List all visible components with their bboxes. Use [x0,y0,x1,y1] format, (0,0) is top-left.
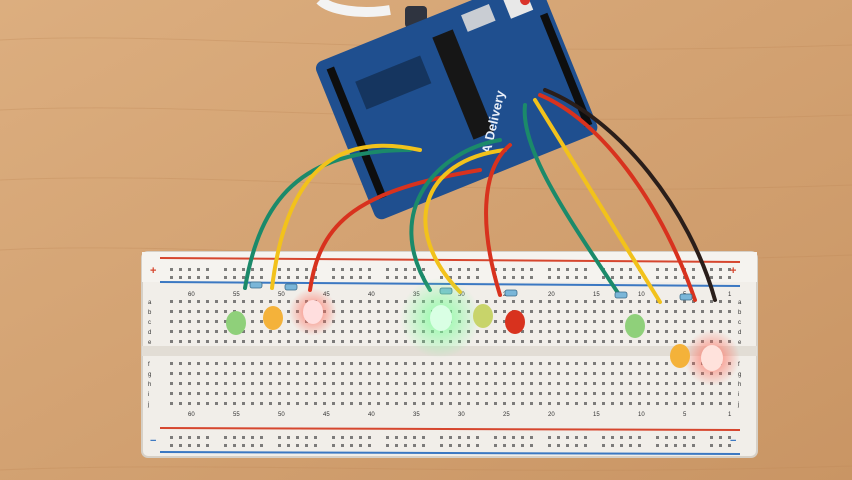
row-letter-b-right: b [738,310,742,316]
column-number-bottom-60: 60 [188,412,195,418]
row-letter-h-left: h [148,382,151,388]
column-number-10: 10 [638,292,645,298]
led-red-3-lit [701,345,723,371]
row-letter-f-left: f [148,362,150,368]
led-green-3 [625,314,645,338]
led-green-2-lit [430,305,452,331]
column-number-1: 1 [728,292,732,298]
rail-plus-left: + [150,265,156,277]
column-number-15: 15 [593,292,600,298]
led-yellow-2 [473,304,493,328]
rail-minus-right: − [730,435,736,447]
row-letter-g-left: g [148,372,151,378]
row-letter-i-left: i [148,392,149,398]
row-letter-a-left: a [148,300,152,306]
column-number-bottom-40: 40 [368,412,375,418]
row-letter-j-left: j [147,402,149,408]
column-number-bottom-45: 45 [323,412,330,418]
rail-plus-right: + [730,265,736,277]
column-number-bottom-30: 30 [458,412,465,418]
column-number-bottom-35: 35 [413,412,420,418]
column-number-bottom-25: 25 [503,412,510,418]
row-letter-j-right: j [737,402,739,408]
column-number-55: 55 [233,292,240,298]
led-red-1-lit [303,300,323,324]
usb-cable [316,0,391,17]
jumper-wires [243,88,717,304]
row-letter-c-right: c [738,320,741,326]
row-letter-d-left: d [148,330,151,336]
led-green-1 [226,311,246,335]
column-number-bottom-1: 1 [728,412,732,418]
led-yellow-1 [263,306,283,330]
led-red-2 [505,310,525,334]
arduino-board: A-Delivery [315,0,598,220]
led-yellow-3 [670,344,690,368]
column-number-bottom-10: 10 [638,412,645,418]
column-number-20: 20 [548,292,555,298]
column-number-bottom-50: 50 [278,412,285,418]
row-letter-d-right: d [738,330,741,336]
row-letter-b-left: b [148,310,152,316]
row-letter-i-right: i [738,392,739,398]
row-letter-a-right: a [738,300,742,306]
column-number-40: 40 [368,292,375,298]
row-letter-c-left: c [148,320,151,326]
column-number-bottom-15: 15 [593,412,600,418]
row-letter-h-right: h [738,382,741,388]
column-number-60: 60 [188,292,195,298]
row-letter-e-left: e [148,340,152,346]
column-number-bottom-20: 20 [548,412,555,418]
rail-minus-left: − [150,435,156,447]
column-number-50: 50 [278,292,285,298]
row-letter-g-right: g [738,372,741,378]
column-number-bottom-5: 5 [683,412,687,418]
row-letter-e-right: e [738,340,742,346]
leds [226,300,723,371]
column-number-bottom-55: 55 [233,412,240,418]
